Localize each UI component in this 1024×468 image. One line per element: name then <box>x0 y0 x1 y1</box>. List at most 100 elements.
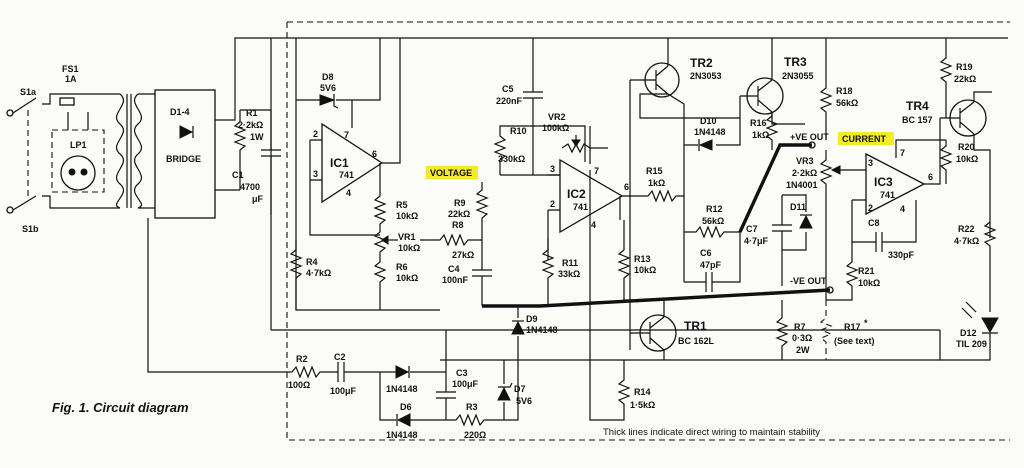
d9-label: D9 <box>526 314 538 324</box>
r20-value: 10kΩ <box>956 154 978 164</box>
capacitor-c1 <box>261 110 281 215</box>
tr4-label: TR4 <box>906 99 929 113</box>
current-highlight <box>838 132 894 145</box>
r22-value: 4·7kΩ <box>954 236 979 246</box>
resistor-r19 <box>939 38 953 118</box>
resistor-r12 <box>683 196 740 282</box>
tr1-value: BC 162L <box>678 336 715 346</box>
r10-label: R10 <box>510 126 527 136</box>
r1-watts: 1W <box>250 132 264 142</box>
d11-label: D11 <box>790 202 806 212</box>
c6-value: 47pF <box>700 260 722 270</box>
d8-label: D8 <box>322 72 334 82</box>
c3-value: 100μF <box>452 379 479 389</box>
ic3-pin2: 2 <box>868 203 873 213</box>
r17-label: R17 <box>844 322 861 332</box>
capacitor-c8 <box>868 200 917 252</box>
c1-value: 4700 <box>240 182 260 192</box>
resistor-r11 <box>541 238 555 306</box>
capacitor-c6 <box>684 232 741 292</box>
led-d12 <box>940 301 999 361</box>
c5-value: 220nF <box>496 96 523 106</box>
r17-note: (See text) <box>834 336 875 346</box>
tr4-value: BC 157 <box>902 115 933 125</box>
ic2-pin7: 7 <box>594 166 599 176</box>
switch-s1 <box>6 93 120 214</box>
d12-label: D12 <box>960 328 977 338</box>
c2-label: C2 <box>334 352 346 362</box>
c2-value: 100μF <box>330 386 357 396</box>
r13-value: 10kΩ <box>634 265 656 275</box>
tr2-value: 2N3053 <box>690 71 722 81</box>
c1-unit: μF <box>252 194 264 204</box>
c8-label: C8 <box>868 218 880 228</box>
capacitor-c3 <box>436 330 456 420</box>
c1-label: C1 <box>232 170 244 180</box>
vr3-value: 2·2kΩ <box>792 168 817 178</box>
zener-d8 <box>296 38 381 109</box>
thick-wire-positive <box>738 143 812 233</box>
d6-value: 1N4148 <box>386 430 418 440</box>
vr3-label: VR3 <box>796 156 814 166</box>
r1-label: R1 <box>246 108 258 118</box>
ic3-pin6: 6 <box>928 172 933 182</box>
d7-label: D7 <box>514 384 526 394</box>
r6-value: 10kΩ <box>396 273 418 283</box>
r7-watts: 2W <box>796 345 810 355</box>
resistor-r21 <box>826 242 859 301</box>
r21-label: R21 <box>858 266 875 276</box>
d6-label: D6 <box>400 402 412 412</box>
resistor-r15 <box>640 145 685 203</box>
r2-value: 100Ω <box>288 380 310 390</box>
r3-value: 220Ω <box>464 430 486 440</box>
diode-d10 <box>684 118 741 151</box>
r19-value: 22kΩ <box>954 74 976 84</box>
thick-wire-negative <box>482 288 831 308</box>
resistor-r3 <box>446 413 504 427</box>
current-label: CURRENT <box>842 134 887 144</box>
fs1-value: 1A <box>65 74 77 84</box>
r9-value: 22kΩ <box>448 209 470 219</box>
tr2-label: TR2 <box>690 56 713 70</box>
r5-label: R5 <box>396 200 408 210</box>
r3-label: R3 <box>466 402 478 412</box>
d10-value: 1N4148 <box>694 127 726 137</box>
c4-label: C4 <box>448 264 460 274</box>
negative-output-label: -VE OUT <box>790 276 827 286</box>
d8-value: 5V6 <box>320 83 336 93</box>
ic3-pin3: 3 <box>868 158 873 168</box>
zener-d7 <box>497 360 519 421</box>
r16-value: 1kΩ <box>752 130 769 140</box>
r4-label: R4 <box>306 257 318 267</box>
transistor-tr3 <box>639 38 805 125</box>
ic2-label: IC2 <box>567 187 586 201</box>
bridge-rectifier <box>154 37 271 219</box>
ic2-type: 741 <box>573 202 588 212</box>
r8-label: R8 <box>452 220 464 230</box>
ic1-pin2: 2 <box>313 129 318 139</box>
resistor-chain-r5-vr1-r6 <box>373 163 398 310</box>
lp1-label: LP1 <box>70 140 87 150</box>
c3-label: C3 <box>456 368 468 378</box>
diode-d6 <box>396 413 446 427</box>
d5-value: 1N4148 <box>386 384 418 394</box>
transistor-tr4 <box>940 91 992 238</box>
resistor-r8 <box>420 233 482 247</box>
aux-return <box>147 218 285 373</box>
pot-vr3 <box>819 150 866 300</box>
r12-value: 56kΩ <box>702 216 724 226</box>
resistor-r2 <box>285 365 338 379</box>
r22-label: R22 <box>958 224 975 234</box>
diode-d11 <box>782 194 813 251</box>
resistor-r13 <box>617 220 631 300</box>
opamp-ic1 <box>309 38 401 236</box>
ic3-pin4: 4 <box>900 204 905 214</box>
diode-d9 <box>511 306 525 390</box>
d11-value: 1N4001 <box>786 180 818 190</box>
voltage-label: VOLTAGE <box>430 168 472 178</box>
resistor-r1 <box>233 109 271 190</box>
positive-output-label: +VE OUT <box>790 132 829 142</box>
ic1-pin3: 3 <box>313 169 318 179</box>
